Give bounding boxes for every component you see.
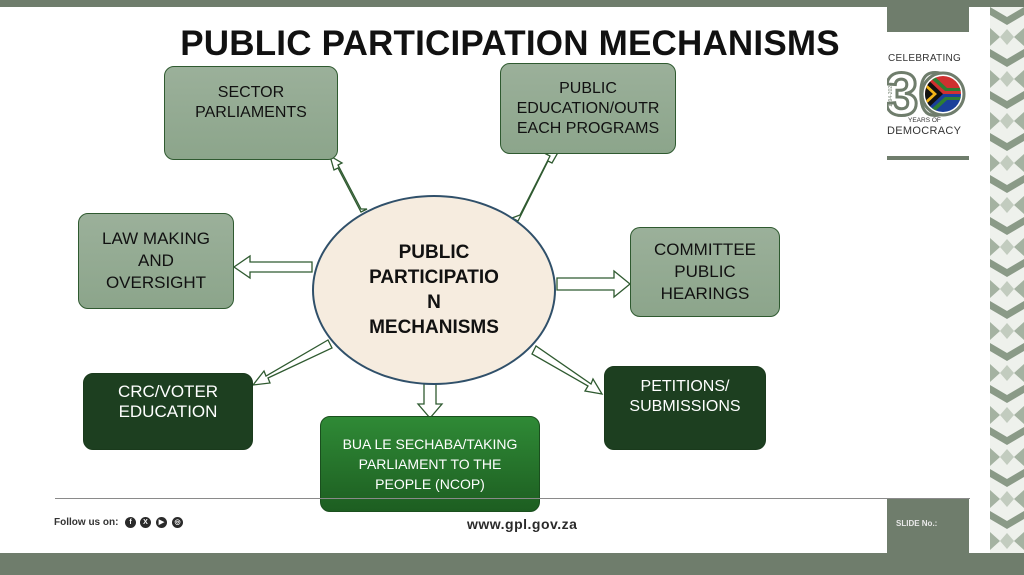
arrow-to-committee-hearings (556, 269, 632, 299)
slide-number-label: SLIDE No.: (896, 519, 938, 528)
node-law-making: LAW MAKING AND OVERSIGHT (78, 213, 234, 309)
slide-number-panel (887, 499, 969, 553)
node-sector-parliaments: SECTOR PARLIAMENTS (164, 66, 338, 160)
logo-democracy: DEMOCRACY (887, 125, 962, 137)
logo-years-of: YEARS OF (908, 117, 941, 124)
node-public-education: PUBLIC EDUCATION/OUTR EACH PROGRAMS (500, 63, 676, 154)
youtube-icon[interactable]: ▶ (156, 517, 167, 528)
arrow-to-bua-le-sechaba (416, 383, 444, 419)
decorative-pattern (990, 7, 1024, 553)
x-icon[interactable]: X (140, 517, 151, 528)
facebook-icon[interactable]: f (125, 517, 136, 528)
node-committee-hearings: COMMITTEE PUBLIC HEARINGS (630, 227, 780, 317)
node-petitions-submissions: PETITIONS/ SUBMISSIONS (604, 366, 766, 450)
top-band (0, 0, 1024, 7)
page-title: PUBLIC PARTICIPATION MECHANISMS (180, 24, 840, 63)
logo-year-range: 1994-2024 (888, 83, 894, 107)
arrow-to-law-making (232, 254, 313, 280)
logo-celebrating: CELEBRATING (888, 53, 962, 64)
arrow-to-crc-voter (251, 339, 333, 386)
logo-30-years-emblem: 30 1994-2024 (887, 63, 966, 119)
logo-bottom-bar (887, 156, 969, 160)
node-bua-le-sechaba: BUA LE SECHABA/TAKING PARLIAMENT TO THE … (320, 416, 540, 512)
south-africa-flag-icon (925, 76, 961, 112)
arrow-to-petitions (531, 345, 604, 395)
arrow-to-public-education (510, 147, 562, 222)
instagram-icon[interactable]: ◎ (172, 517, 183, 528)
bottom-band (0, 553, 1024, 575)
logo-top-bar (887, 7, 969, 32)
node-crc-voter-education: CRC/VOTER EDUCATION (83, 373, 253, 450)
website-link[interactable]: www.gpl.gov.za (467, 516, 578, 532)
arrow-to-sector-parliaments (328, 154, 368, 213)
footer-divider (55, 498, 970, 499)
follow-label: Follow us on: (54, 517, 119, 528)
center-node: PUBLIC PARTICIPATIO N MECHANISMS (312, 195, 556, 385)
